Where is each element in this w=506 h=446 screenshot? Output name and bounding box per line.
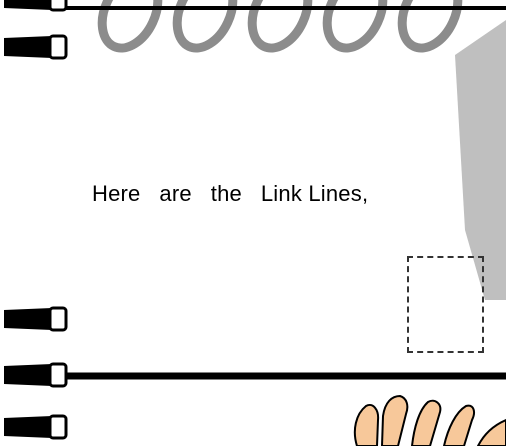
clip-icon: [4, 362, 68, 388]
clip-icon: [4, 306, 68, 332]
dashed-placeholder-box: [407, 256, 484, 353]
clip-icon: [4, 0, 68, 12]
clip-icon: [4, 414, 68, 440]
spiral-loops-icon: [97, 0, 463, 53]
clip-icon: [4, 34, 68, 60]
caption-text: Here are the Link Lines,: [92, 181, 369, 206]
hand-icon: [353, 394, 506, 446]
gray-beam: [455, 20, 506, 300]
spiral-loop-icon: [97, 0, 163, 53]
gray-beam-lower: [470, 240, 506, 260]
spiral-loop-icon: [322, 0, 388, 53]
spiral-loop-icon: [247, 0, 313, 53]
spiral-loop-icon: [172, 0, 238, 53]
spiral-loop-icon: [397, 0, 463, 53]
